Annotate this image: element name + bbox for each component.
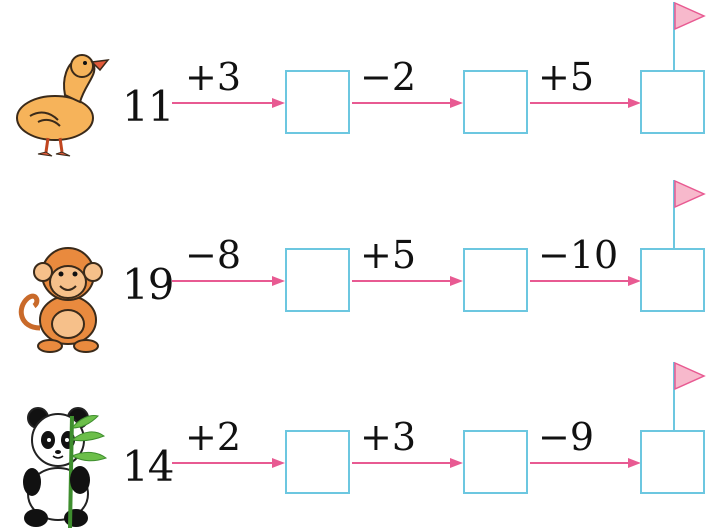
operation-label: −9 <box>538 415 595 459</box>
arrow-icon <box>530 458 641 468</box>
operation-label: +3 <box>185 55 242 99</box>
monkey-icon <box>18 247 103 353</box>
panda-icon <box>23 407 108 529</box>
flag-icon <box>673 179 706 249</box>
operation-label: −10 <box>538 233 619 277</box>
operation-label: −2 <box>360 55 417 99</box>
flag-icon <box>673 1 706 71</box>
arrow-icon <box>352 458 463 468</box>
answer-box[interactable] <box>463 248 528 312</box>
answer-box[interactable] <box>463 430 528 494</box>
flag-icon <box>673 361 706 431</box>
operation-label: +3 <box>360 415 417 459</box>
answer-box[interactable] <box>463 70 528 134</box>
arrow-icon <box>530 98 641 108</box>
answer-box[interactable] <box>285 248 350 312</box>
row-monkey: 19 −8 +5 −10 <box>0 178 723 353</box>
arrow-icon <box>172 458 285 468</box>
operation-label: +5 <box>538 55 595 99</box>
operation-label: +5 <box>360 233 417 277</box>
start-number: 19 <box>122 260 174 309</box>
arrow-icon <box>530 276 641 286</box>
arrow-icon <box>172 276 285 286</box>
final-answer-box[interactable] <box>640 70 705 134</box>
row-panda: 14 +2 +3 −9 <box>0 360 723 530</box>
start-number: 11 <box>122 82 174 131</box>
answer-box[interactable] <box>285 70 350 134</box>
arrow-icon <box>352 98 463 108</box>
operation-label: −8 <box>185 233 242 277</box>
operation-label: +2 <box>185 415 242 459</box>
answer-box[interactable] <box>285 430 350 494</box>
arrow-icon <box>172 98 285 108</box>
final-answer-box[interactable] <box>640 248 705 312</box>
arrow-icon <box>352 276 463 286</box>
row-duck: 11 +3 −2 +5 <box>0 0 723 170</box>
start-number: 14 <box>122 442 174 491</box>
final-answer-box[interactable] <box>640 430 705 494</box>
duck-icon <box>16 54 110 157</box>
